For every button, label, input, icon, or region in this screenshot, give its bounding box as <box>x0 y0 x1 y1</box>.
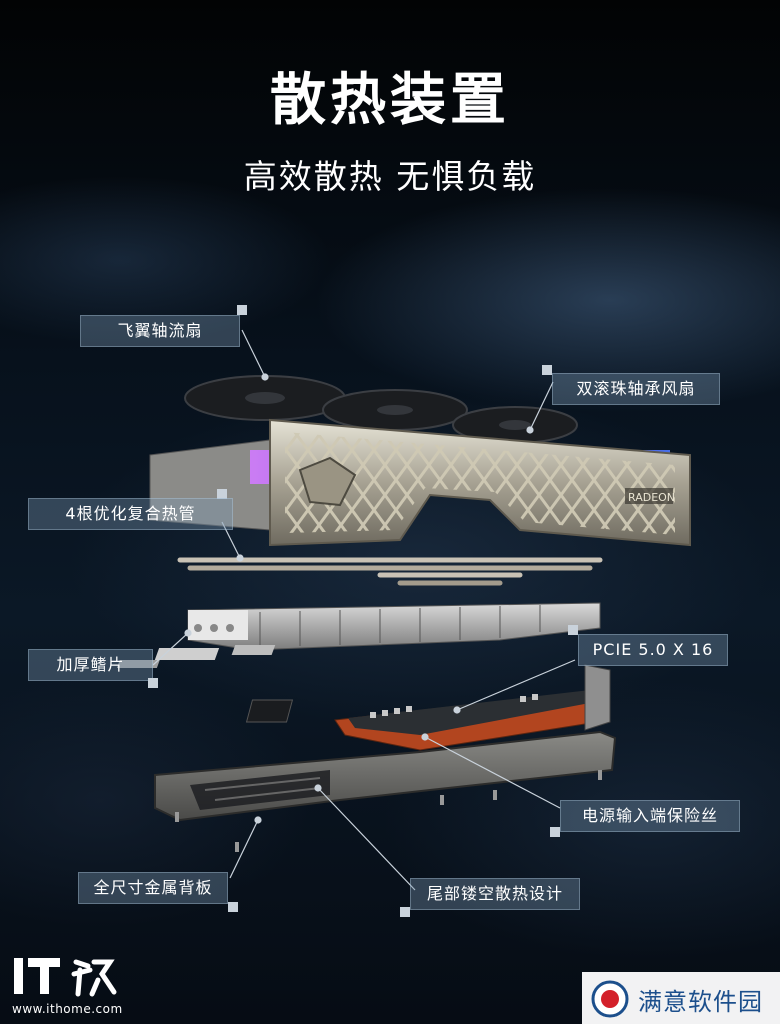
heatpipes <box>177 557 603 586</box>
callout-fan-blade: 飞翼轴流扇 <box>80 315 240 347</box>
page-subtitle: 高效散热 无惧负载 <box>243 157 537 196</box>
callout-tail-vent: 尾部镂空散热设计 <box>410 878 580 910</box>
callout-power-fuse: 电源输入端保险丝 <box>560 800 740 832</box>
watermark-text: 满意软件园 <box>638 988 763 1016</box>
callout-marker <box>237 305 247 315</box>
watermark-logo-icon <box>591 980 629 1018</box>
fin-stack <box>187 602 601 651</box>
callout-heatpipes: 4根优化复合热管 <box>28 498 233 530</box>
callout-marker <box>542 365 552 375</box>
callout-leaders <box>152 329 576 891</box>
callout-marker <box>568 625 578 635</box>
ithome-logo <box>14 958 117 997</box>
callout-marker <box>550 827 560 837</box>
pcb <box>245 664 611 751</box>
callout-pcie: PCIE 5.0 X 16 <box>578 634 728 666</box>
callout-marker <box>217 489 227 499</box>
site-url: www.ithome.com <box>12 1002 123 1016</box>
callout-dual-ball-bearing-fan: 双滚珠轴承风扇 <box>552 373 720 405</box>
callout-backplate: 全尺寸金属背板 <box>78 872 228 904</box>
callout-marker <box>400 907 410 917</box>
callout-marker <box>148 678 158 688</box>
thermal-pads <box>116 645 276 668</box>
fan-layer <box>184 375 578 444</box>
watermark: 满意软件园 <box>582 972 780 1024</box>
callout-marker <box>228 902 238 912</box>
shroud: RADEON <box>149 418 691 547</box>
callout-thick-fins: 加厚鳍片 <box>28 649 153 681</box>
backplate <box>154 730 617 852</box>
shroud-brand-text: RADEON <box>628 491 675 504</box>
page-title: 散热装置 <box>270 68 510 133</box>
